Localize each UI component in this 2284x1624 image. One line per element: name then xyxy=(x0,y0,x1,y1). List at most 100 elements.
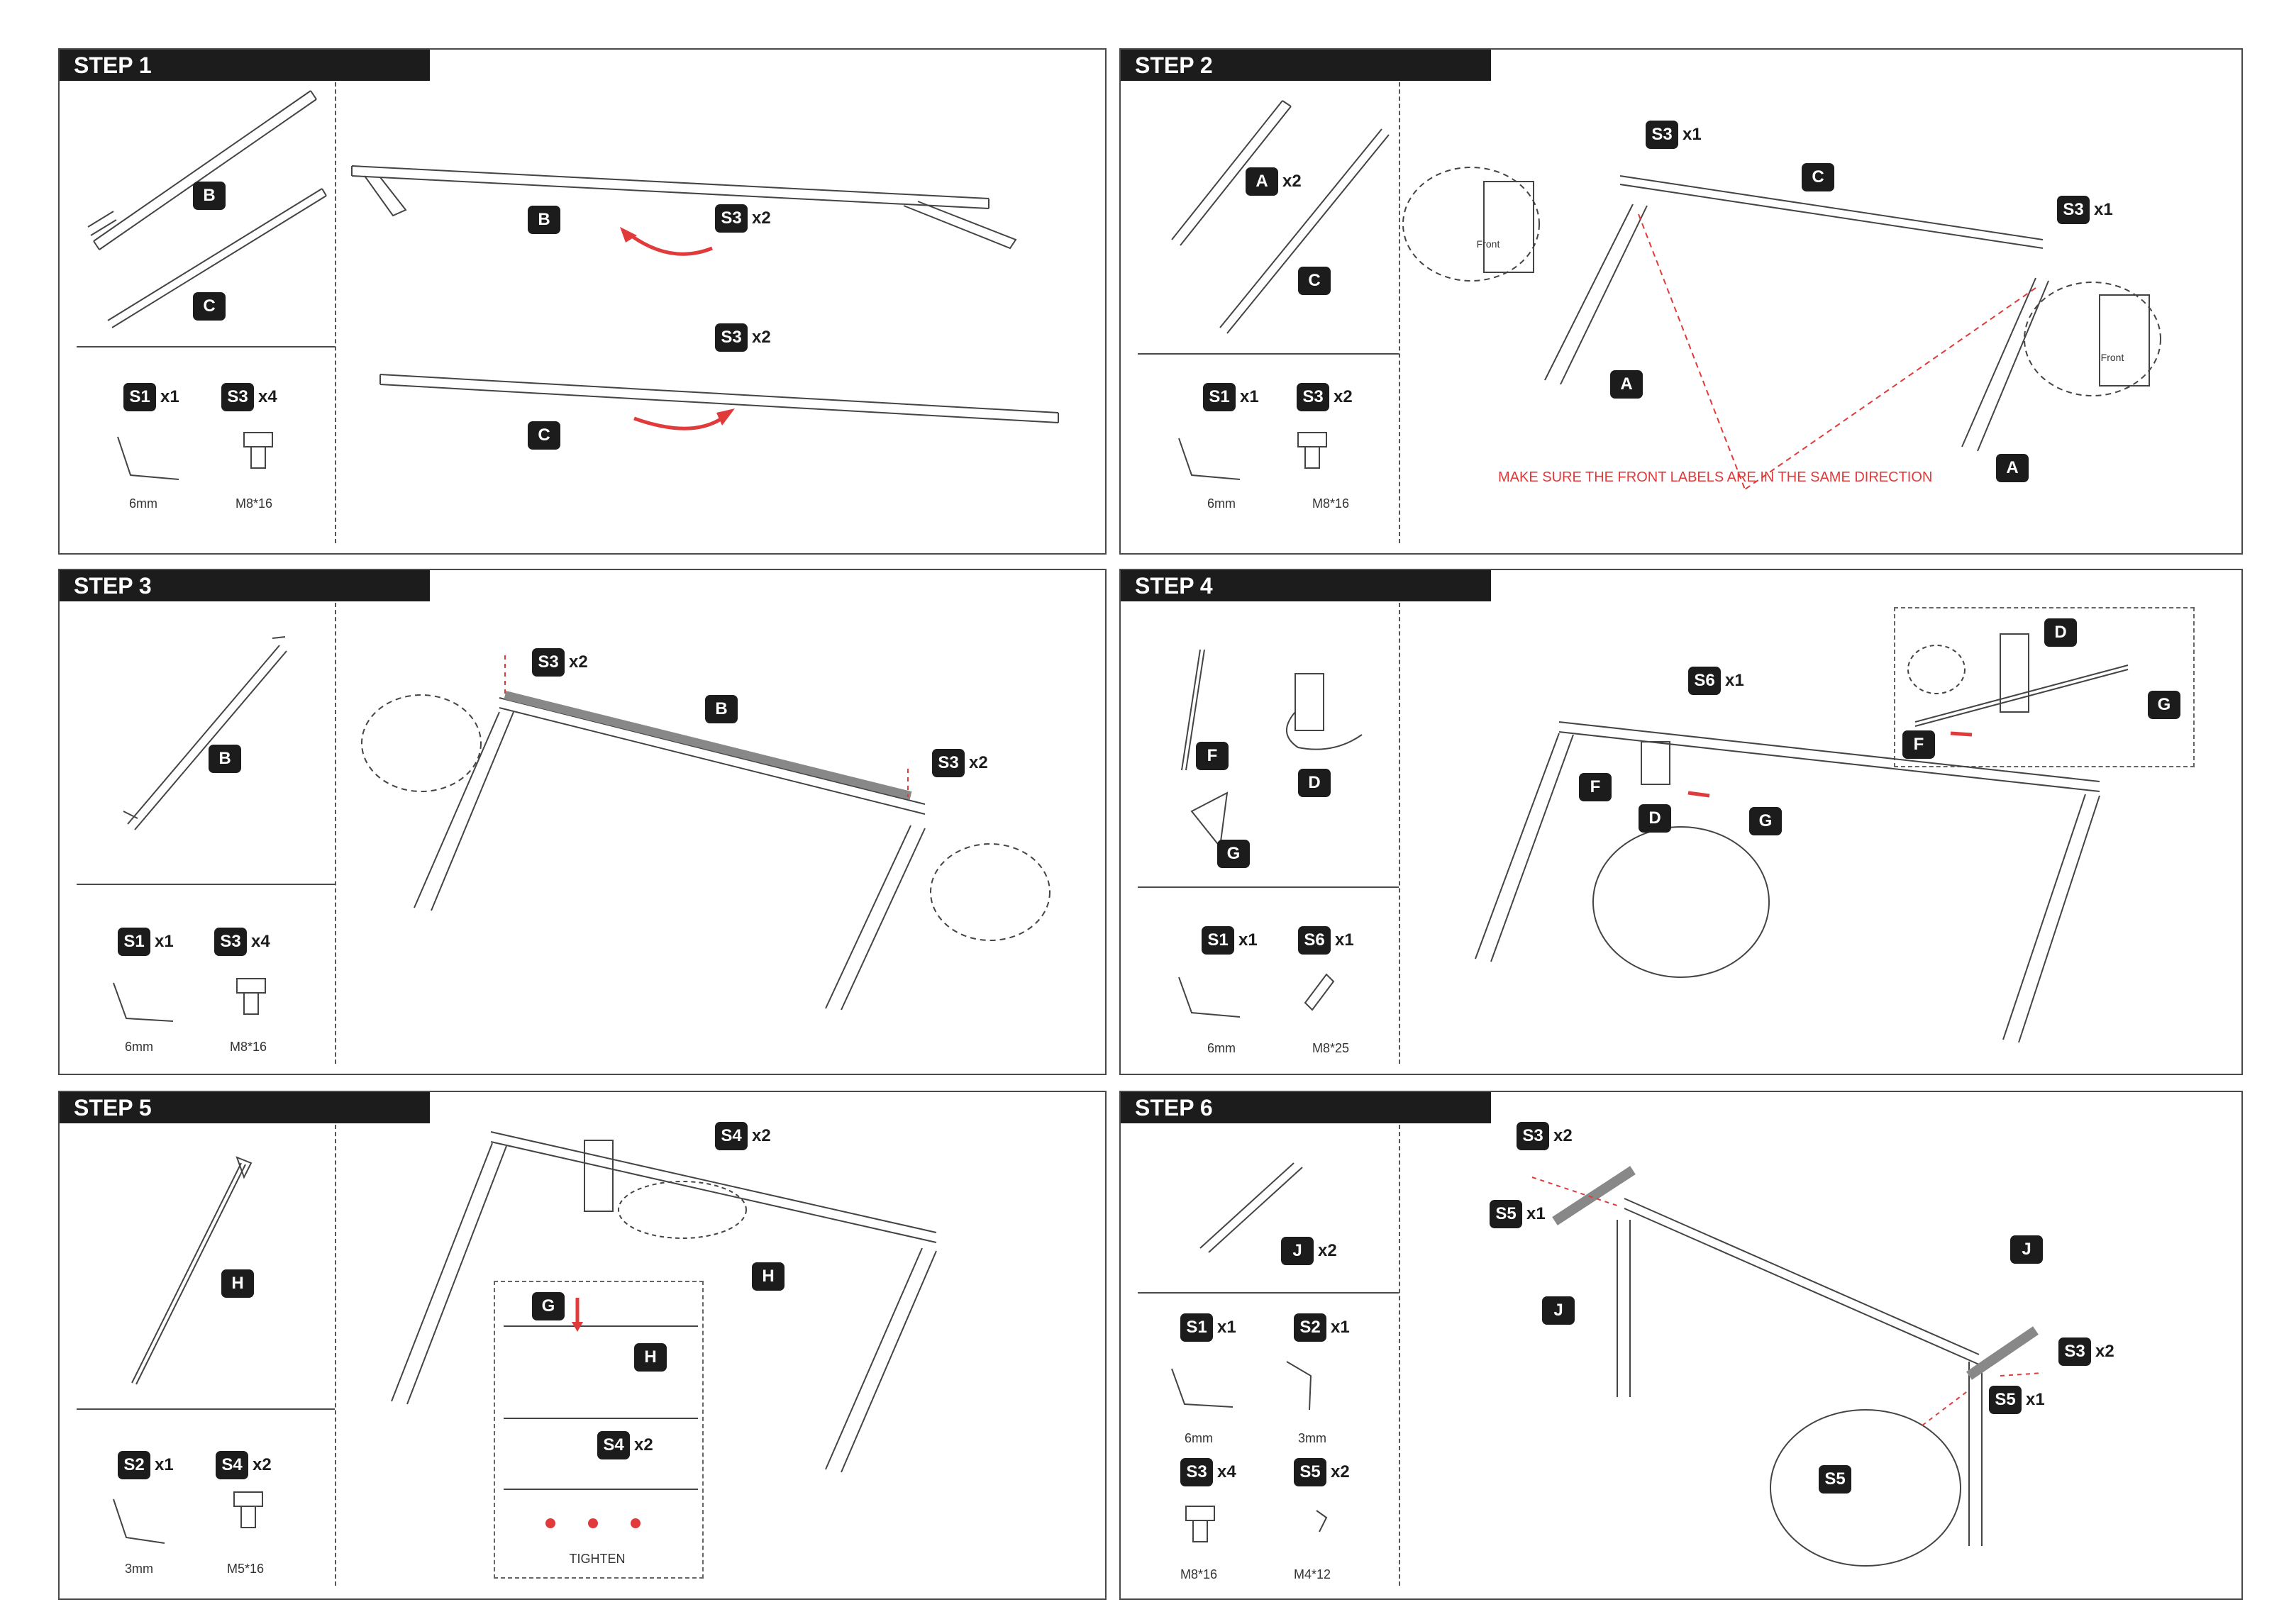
part-label-d: D xyxy=(1298,769,1331,797)
step-1-illustration xyxy=(87,90,1059,480)
step-5-panel: STEP 5 H S4 x2 H G H S4 x2 TIGHTEN S2 x1… xyxy=(58,1091,1107,1600)
hardware-qty: x1 xyxy=(155,1455,174,1474)
part-qty: x2 xyxy=(1318,1241,1337,1260)
hardware-label-s3: S3 xyxy=(1297,383,1329,411)
front-label: Front xyxy=(2100,352,2124,363)
hardware-qty: x4 xyxy=(251,932,270,951)
hardware-qty: x2 xyxy=(2095,1342,2114,1361)
divider xyxy=(77,1408,335,1410)
hardware-qty: x2 xyxy=(752,208,771,228)
front-label: Front xyxy=(1476,238,1500,250)
hardware-label-s1: S1 xyxy=(1203,383,1236,411)
hardware-label-s3: S3 xyxy=(221,383,254,411)
step-2-illustration xyxy=(1171,100,2161,490)
step-5-illustration xyxy=(113,1131,937,1544)
hardware-qty: x2 xyxy=(752,1126,771,1145)
tool-size: 6mm xyxy=(129,496,157,511)
hardware-label-s6: S6 xyxy=(1298,926,1331,955)
part-label-c: C xyxy=(1298,267,1331,295)
tool-size: 6mm xyxy=(1207,496,1236,511)
hardware-label-s1: S1 xyxy=(1202,926,1234,955)
hardware-label-s3: S3 xyxy=(932,749,965,777)
bolt-size: M5*16 xyxy=(226,1562,265,1576)
tool-size: 3mm xyxy=(1298,1431,1326,1445)
hardware-qty: x2 xyxy=(1334,387,1353,406)
part-label-d: D xyxy=(1639,804,1671,833)
hardware-qty: x1 xyxy=(1331,1318,1350,1337)
divider xyxy=(335,1125,336,1586)
step-6-panel: STEP 6 J x2 S3 x2 S5 x1 J J S3 x2 S5 x1 … xyxy=(1119,1091,2243,1600)
step-title: STEP 2 xyxy=(1121,50,1491,81)
hardware-qty: x1 xyxy=(1526,1204,1546,1223)
divider xyxy=(335,82,336,543)
part-label-c: C xyxy=(528,421,560,450)
hardware-qty: x1 xyxy=(155,932,174,951)
part-label-j: J xyxy=(1281,1237,1314,1265)
hardware-qty: x4 xyxy=(258,387,277,406)
part-label-b: B xyxy=(193,182,226,210)
divider xyxy=(1399,1125,1400,1586)
step-title: STEP 6 xyxy=(1121,1092,1491,1123)
hardware-label-s3: S3 xyxy=(1180,1458,1213,1486)
bolt-size: M8*16 xyxy=(1312,496,1350,511)
hardware-label-s3: S3 xyxy=(715,204,748,233)
hardware-qty: x2 xyxy=(752,328,771,347)
hardware-label-s4: S4 xyxy=(715,1122,748,1150)
hardware-label-s3: S3 xyxy=(2057,196,2090,224)
hardware-qty: x1 xyxy=(1725,671,1744,690)
detail-box xyxy=(494,1281,704,1579)
hardware-qty: x2 xyxy=(969,753,988,772)
hardware-qty: x2 xyxy=(1553,1126,1573,1145)
part-label-a: A xyxy=(1246,167,1278,196)
part-label-g: G xyxy=(2148,691,2180,719)
part-label-f: F xyxy=(1902,730,1935,759)
hardware-label-s1: S1 xyxy=(1180,1313,1213,1342)
part-qty: x2 xyxy=(1282,172,1302,191)
part-label-d: D xyxy=(2044,618,2077,647)
tool-size: 6mm xyxy=(1185,1431,1213,1445)
part-label-j: J xyxy=(2010,1235,2043,1264)
part-label-b: B xyxy=(209,745,241,773)
step-6-illustration xyxy=(1171,1162,2044,1567)
hardware-label-s1: S1 xyxy=(123,383,156,411)
hardware-qty: x2 xyxy=(569,652,588,672)
part-label-c: C xyxy=(193,292,226,321)
hardware-qty: x1 xyxy=(1217,1318,1236,1337)
hardware-qty: x1 xyxy=(1240,387,1259,406)
part-label-h: H xyxy=(752,1262,785,1291)
part-label-h: H xyxy=(634,1343,667,1372)
divider xyxy=(1399,603,1400,1064)
divider xyxy=(1399,82,1400,543)
step-3-illustration xyxy=(113,636,1050,1022)
part-label-h: H xyxy=(221,1269,254,1298)
hardware-qty: x1 xyxy=(2094,200,2113,219)
tool-size: 6mm xyxy=(1207,1041,1236,1055)
hardware-label-s3: S3 xyxy=(214,928,247,956)
bolt-size: M4*12 xyxy=(1293,1567,1331,1581)
hardware-qty: x4 xyxy=(1217,1462,1236,1481)
step-title: STEP 3 xyxy=(60,570,430,601)
hardware-qty: x2 xyxy=(253,1455,272,1474)
hardware-label-s3: S3 xyxy=(1646,121,1678,149)
part-label-g: G xyxy=(532,1292,565,1320)
part-label-f: F xyxy=(1196,742,1229,770)
hardware-label-s5: S5 xyxy=(1294,1458,1326,1486)
step-title: STEP 4 xyxy=(1121,570,1491,601)
step-4-illustration xyxy=(1178,633,2129,1043)
hardware-label-s5: S5 xyxy=(1819,1465,1851,1494)
step-title: STEP 1 xyxy=(60,50,430,81)
part-label-g: G xyxy=(1749,807,1782,835)
hardware-qty: x2 xyxy=(634,1435,653,1455)
tool-size: 3mm xyxy=(125,1562,153,1576)
hardware-qty: x1 xyxy=(160,387,179,406)
instruction-note: MAKE SURE THE FRONT LABELS ARE IN THE SA… xyxy=(1498,469,1933,485)
divider xyxy=(77,884,335,885)
hardware-qty: x1 xyxy=(1335,930,1354,950)
hardware-label-s2: S2 xyxy=(118,1451,150,1479)
part-label-j: J xyxy=(1542,1296,1575,1325)
instruction-text: TIGHTEN xyxy=(569,1552,626,1566)
hardware-label-s4: S4 xyxy=(597,1431,630,1459)
part-label-a: A xyxy=(1610,370,1643,399)
hardware-qty: x2 xyxy=(1331,1462,1350,1481)
part-label-f: F xyxy=(1579,773,1612,801)
